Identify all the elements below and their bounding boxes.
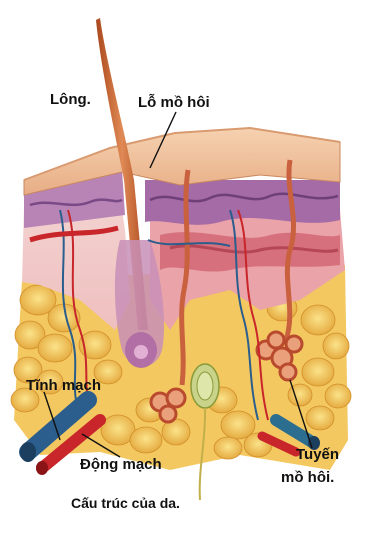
artery-label: Động mạch [80, 457, 162, 474]
figure-caption: Cấu trúc của da. [71, 496, 180, 511]
sweat-gland-label-line1: Tuyến [296, 447, 339, 464]
sweat-pore-label: Lỗ mồ hôi [138, 95, 210, 112]
sweat-gland-label-line2: mồ hôi. [281, 470, 334, 487]
hair-label: Lông. [50, 92, 91, 109]
vein-label: Tĩnh mạch [26, 378, 101, 395]
